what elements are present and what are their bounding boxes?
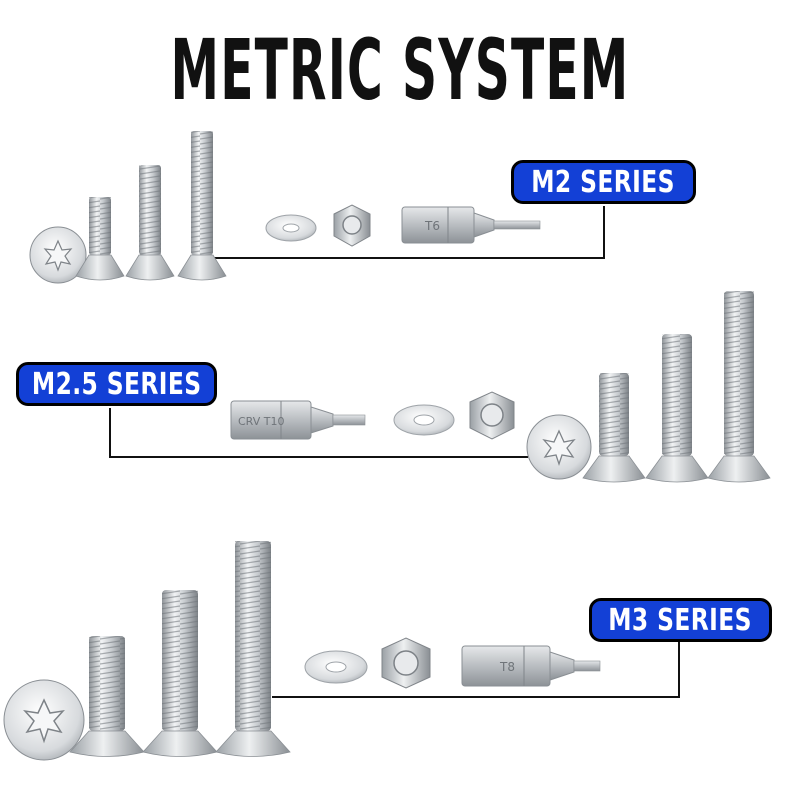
torx-bit-icon: T6 (401, 206, 541, 244)
m2-series-label: M2 SERIES (531, 164, 676, 200)
countersunk-screw-icon (215, 541, 291, 757)
m2-5-series-label: M2.5 SERIES (31, 366, 202, 402)
washer-icon (393, 404, 455, 436)
torx-bit-icon: CRV T10 (230, 400, 366, 440)
bit-marking: CRV T10 (238, 415, 284, 428)
torx-bit-icon: T8 (461, 645, 601, 687)
m2-series-badge: M2 SERIES (511, 160, 696, 204)
m2-5-row: CRV T10 (230, 291, 771, 483)
countersunk-screw-icon (125, 165, 175, 281)
m3-series-label: M3 SERIES (608, 602, 753, 638)
hex-nut-icon (333, 204, 371, 247)
countersunk-screw-icon (707, 291, 771, 483)
torx-head-icon (3, 679, 85, 761)
torx-head-icon (29, 226, 87, 284)
countersunk-screw-icon (177, 131, 227, 281)
countersunk-screw-icon (69, 636, 145, 757)
m3-series-badge: M3 SERIES (589, 598, 772, 642)
bit-marking: T8 (499, 660, 515, 674)
m2-row: T6 (29, 131, 541, 284)
hex-nut-icon (381, 637, 431, 689)
page-title: METRIC SYSTEM (170, 21, 630, 119)
countersunk-screw-icon (582, 373, 646, 483)
m3-row: T8 (3, 541, 601, 761)
bit-marking: T6 (424, 219, 440, 233)
countersunk-screw-icon (75, 197, 125, 281)
countersunk-screw-icon (142, 590, 218, 757)
connector-lines (109, 206, 680, 698)
washer-icon (304, 650, 368, 684)
washer-icon (265, 214, 317, 242)
m2-5-series-badge: M2.5 SERIES (16, 362, 217, 406)
hex-nut-icon (469, 391, 515, 440)
torx-head-icon (526, 414, 592, 480)
countersunk-screw-icon (645, 334, 709, 483)
